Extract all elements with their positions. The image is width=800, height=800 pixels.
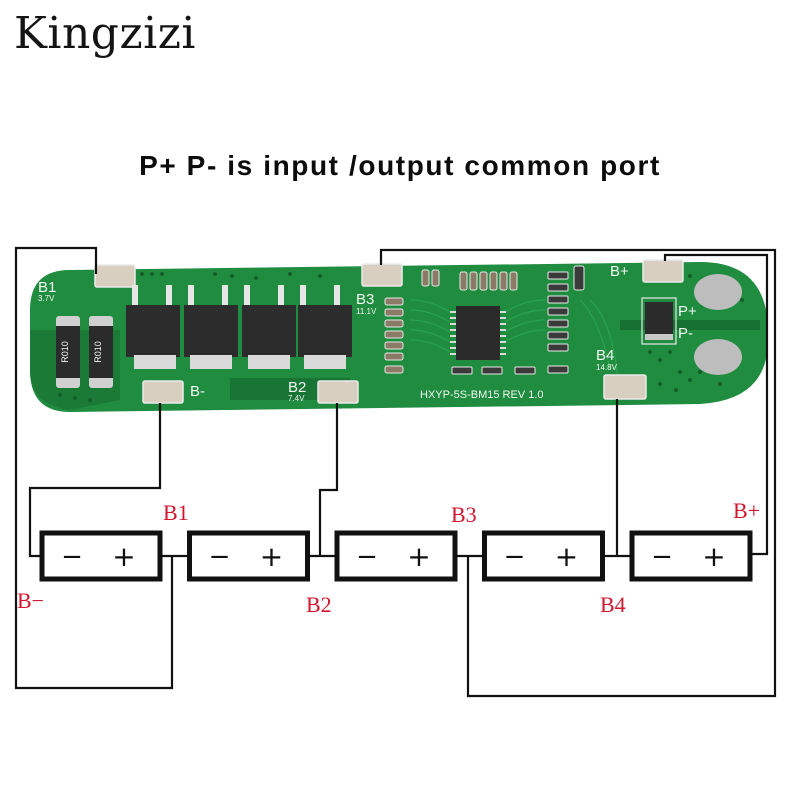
silk-b4-voltage: 14.8V xyxy=(596,363,618,372)
battery-cells: −+−+−+−+−+ xyxy=(39,530,753,582)
battery-cell: −+ xyxy=(187,530,310,582)
bms-board: R010 R010 xyxy=(30,259,768,412)
node-label-b1: B1 xyxy=(163,500,189,525)
cell-body xyxy=(187,530,310,582)
silk-b4: B4 xyxy=(596,347,614,364)
node-label-b2: B2 xyxy=(306,592,332,617)
brand-logo: Kingzizi xyxy=(14,8,196,59)
resistor-marking: R010 xyxy=(60,341,70,363)
wire-b-minus xyxy=(28,403,162,558)
cell-body xyxy=(482,530,605,582)
pad-b2 xyxy=(317,380,359,404)
cell-positive-terminal: + xyxy=(702,540,725,573)
silk-p-plus: P+ xyxy=(678,303,697,320)
cell-positive-terminal: + xyxy=(407,540,430,573)
pad-b3 xyxy=(361,263,403,287)
battery-cell: −+ xyxy=(334,530,458,582)
silk-b2: B2 xyxy=(288,379,306,396)
node-label-b-minus: B− xyxy=(17,588,44,613)
silk-b3: B3 xyxy=(356,291,374,308)
silk-b-minus: B- xyxy=(190,383,205,400)
sense-resistor: R010 xyxy=(56,316,80,388)
silk-b-plus: B+ xyxy=(610,263,629,280)
cell-negative-terminal: − xyxy=(651,542,673,572)
cell-negative-terminal: − xyxy=(504,542,526,572)
wires xyxy=(14,246,777,698)
wire-b-plus xyxy=(663,253,769,556)
resistor-marking: R010 xyxy=(93,341,103,363)
cell-positive-terminal: + xyxy=(112,540,135,573)
pad-b-plus xyxy=(642,259,684,283)
pcb-copper-pour xyxy=(620,320,760,330)
pcb-vias xyxy=(58,272,744,402)
wire-b1-top xyxy=(14,246,174,690)
cell-body xyxy=(39,530,163,582)
p-minus-solder-pad xyxy=(694,339,742,375)
node-label-b-plus: B+ xyxy=(733,498,760,523)
p-plus-solder-pad xyxy=(694,274,742,310)
mosfet-group xyxy=(126,285,352,369)
mosfet xyxy=(242,285,296,369)
cell-positive-terminal: + xyxy=(260,540,283,573)
wire-b2 xyxy=(318,403,339,556)
silk-b1: B1 xyxy=(38,279,56,296)
mosfet xyxy=(184,285,238,369)
cell-positive-terminal: + xyxy=(555,540,578,573)
mosfet xyxy=(126,285,180,369)
battery-cell: −+ xyxy=(482,530,605,582)
board-model-text: HXYP-5S-BM15 REV 1.0 xyxy=(420,389,544,401)
node-label-b3: B3 xyxy=(451,502,477,527)
cell-body xyxy=(334,530,458,582)
pad-b4 xyxy=(603,374,647,400)
silk-b2-voltage: 7.4V xyxy=(288,394,305,403)
smd-capacitors xyxy=(421,269,518,291)
smd-resistors xyxy=(547,265,585,374)
bms-ic xyxy=(450,306,506,360)
smd-capacitors xyxy=(384,297,404,374)
battery-cell: −+ xyxy=(629,530,753,582)
mosfet xyxy=(298,285,352,369)
cell-negative-terminal: − xyxy=(209,542,231,572)
cell-body xyxy=(629,530,753,582)
pcb-traces xyxy=(409,299,619,381)
silk-b1-voltage: 3.7V xyxy=(38,294,55,303)
cell-negative-terminal: − xyxy=(61,542,83,572)
battery-cell: −+ xyxy=(39,530,163,582)
sense-resistor: R010 xyxy=(89,316,113,388)
node-label-b4: B4 xyxy=(600,592,626,617)
smd-resistors xyxy=(451,366,536,375)
headline: P+ P- is input /output common port xyxy=(139,150,661,181)
pad-b1 xyxy=(94,264,136,288)
silk-p-minus: P- xyxy=(678,325,693,342)
pad-b-minus xyxy=(142,380,184,404)
wire-b3-top xyxy=(379,248,777,698)
output-mosfet xyxy=(641,297,677,345)
silk-b3-voltage: 11.1V xyxy=(356,307,377,316)
cell-negative-terminal: − xyxy=(356,542,378,572)
